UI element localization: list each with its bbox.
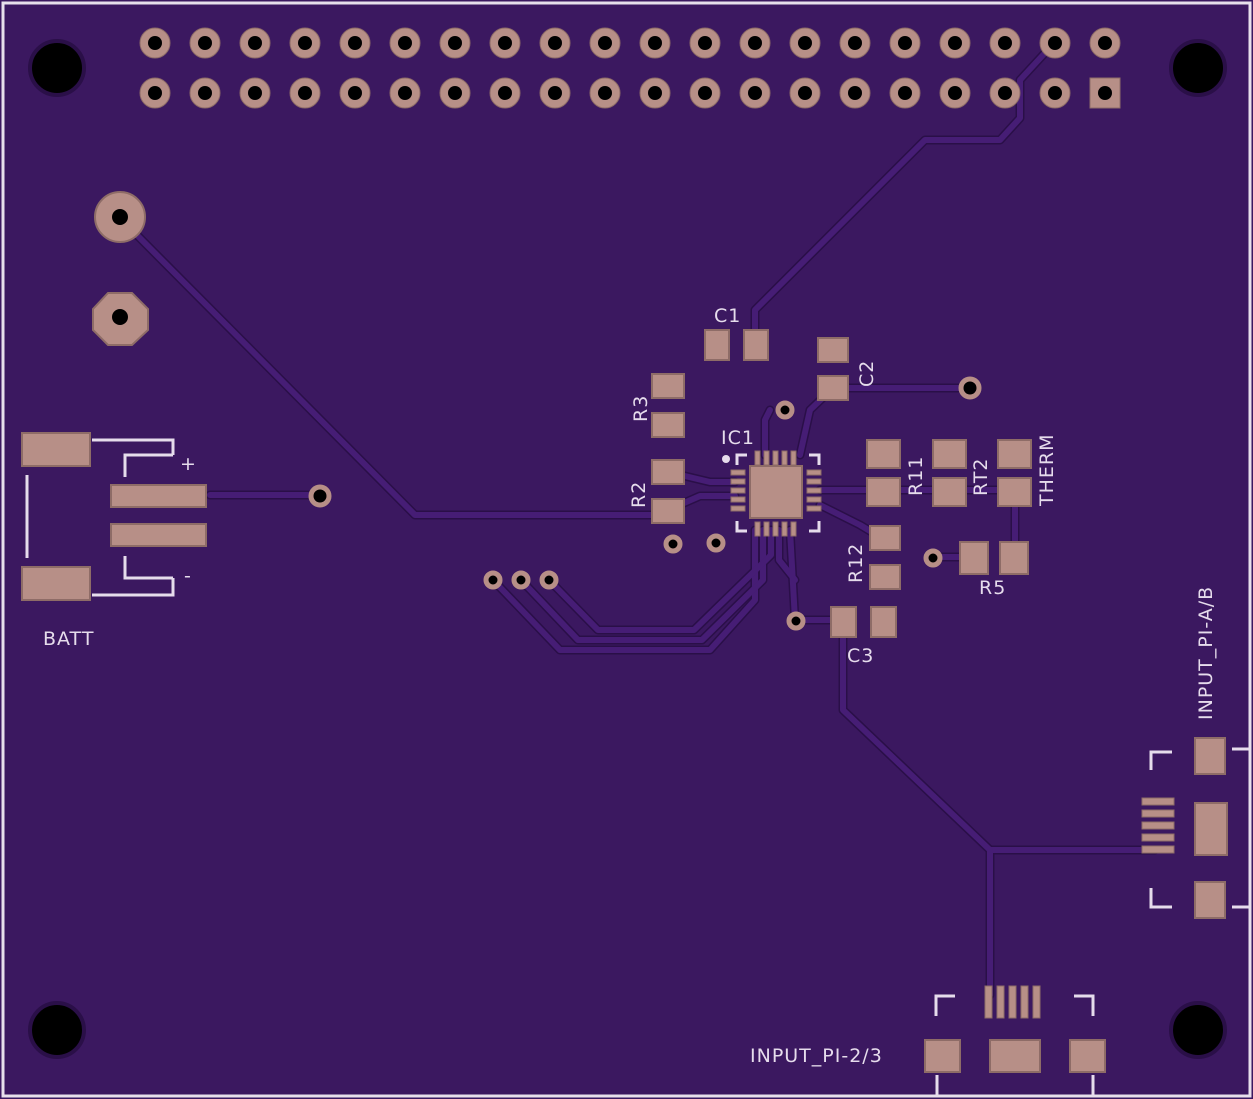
- header-drill: [1098, 36, 1112, 50]
- header-drill: [598, 36, 612, 50]
- header-drill: [998, 86, 1012, 100]
- header-drill: [548, 86, 562, 100]
- ic1-pin: [806, 496, 822, 503]
- header-drill: [148, 36, 162, 50]
- r3-label: R3: [630, 395, 652, 422]
- input-pi-ab-label: INPUT_PI-A/B: [1195, 586, 1217, 720]
- battery-terminals: [92, 191, 149, 346]
- mounting-hole-top-right: [1169, 39, 1227, 97]
- ic1-package: [722, 450, 822, 537]
- header-drill: [1048, 86, 1062, 100]
- smd-pads: [651, 329, 1032, 638]
- header-drill: [798, 86, 812, 100]
- designators: C1 C2 C3 R3 R2 IC1 R11 RT2 THERM R12 R5: [628, 305, 1058, 667]
- header-drill: [548, 36, 562, 50]
- battery-connector: + - BATT: [21, 432, 207, 650]
- mounting-hole-bottom-left: [28, 1001, 86, 1059]
- header-drill: [348, 86, 362, 100]
- header-drill: [298, 36, 312, 50]
- ic1-label: IC1: [721, 427, 755, 449]
- ic1-pin: [730, 487, 746, 494]
- ic1-pin: [772, 521, 779, 537]
- ic1-pin: [754, 521, 761, 537]
- ic1-pin: [772, 450, 779, 466]
- header-drill: [998, 36, 1012, 50]
- header-drill: [948, 36, 962, 50]
- ic1-pin: [730, 505, 746, 512]
- header-drill: [698, 86, 712, 100]
- ic1-pin: [730, 469, 746, 476]
- c2-label: C2: [856, 360, 878, 387]
- rt2-label: RT2: [970, 457, 992, 496]
- ic1-pin: [781, 521, 788, 537]
- header-drill: [498, 36, 512, 50]
- r2-label: R2: [628, 481, 650, 508]
- header-drill: [698, 36, 712, 50]
- ic1-pin: [730, 478, 746, 485]
- header-drill: [748, 36, 762, 50]
- header-drill: [1048, 36, 1062, 50]
- ic1-pin: [806, 487, 822, 494]
- header-drill: [948, 86, 962, 100]
- header-drill: [198, 86, 212, 100]
- mounting-holes: [28, 39, 1227, 1059]
- header-drill: [448, 36, 462, 50]
- ic1-pin: [806, 469, 822, 476]
- ic1-pin: [763, 450, 770, 466]
- mounting-hole-top-left: [28, 39, 86, 97]
- header-drill: [648, 36, 662, 50]
- input-pi-ab-connector: INPUT_PI-A/B: [1141, 586, 1249, 919]
- header-drill: [848, 86, 862, 100]
- mounting-hole-bottom-right: [1169, 1001, 1227, 1059]
- header-drill: [648, 86, 662, 100]
- header-drill: [448, 86, 462, 100]
- ic1-pin: [754, 450, 761, 466]
- ic1-pin: [806, 505, 822, 512]
- header-drill: [498, 86, 512, 100]
- input-pi-23-connector: INPUT_PI-2/3: [750, 985, 1106, 1096]
- header-drill: [348, 36, 362, 50]
- header-drill: [248, 86, 262, 100]
- ic1-pin1-marker: [722, 455, 730, 463]
- header-drill: [898, 36, 912, 50]
- header-drill: [248, 36, 262, 50]
- header-drill: [598, 86, 612, 100]
- r11-label: R11: [905, 456, 927, 496]
- header-drill: [748, 86, 762, 100]
- header-drill: [198, 36, 212, 50]
- header-drill: [1098, 86, 1112, 100]
- ic1-pin: [730, 496, 746, 503]
- header-drill: [398, 36, 412, 50]
- therm-label: THERM: [1036, 434, 1058, 508]
- vias: [308, 376, 982, 631]
- input-pi-23-label: INPUT_PI-2/3: [750, 1045, 883, 1067]
- ic1-pin: [790, 450, 797, 466]
- header-drill: [148, 86, 162, 100]
- batt-plus-label: +: [180, 453, 197, 475]
- r5-label: R5: [979, 577, 1006, 599]
- gpio-header: [139, 27, 1121, 109]
- ic1-pin: [763, 521, 770, 537]
- header-drill: [398, 86, 412, 100]
- ic1-pin: [781, 450, 788, 466]
- c1-label: C1: [714, 305, 741, 327]
- header-drill: [298, 86, 312, 100]
- c3-label: C3: [847, 645, 874, 667]
- r12-label: R12: [845, 543, 867, 583]
- batt-label: BATT: [43, 628, 94, 650]
- ic1-pin: [790, 521, 797, 537]
- batt-minus-label: -: [184, 565, 192, 587]
- ic1-pin: [806, 478, 822, 485]
- header-drill: [848, 36, 862, 50]
- header-drill: [798, 36, 812, 50]
- header-drill: [898, 86, 912, 100]
